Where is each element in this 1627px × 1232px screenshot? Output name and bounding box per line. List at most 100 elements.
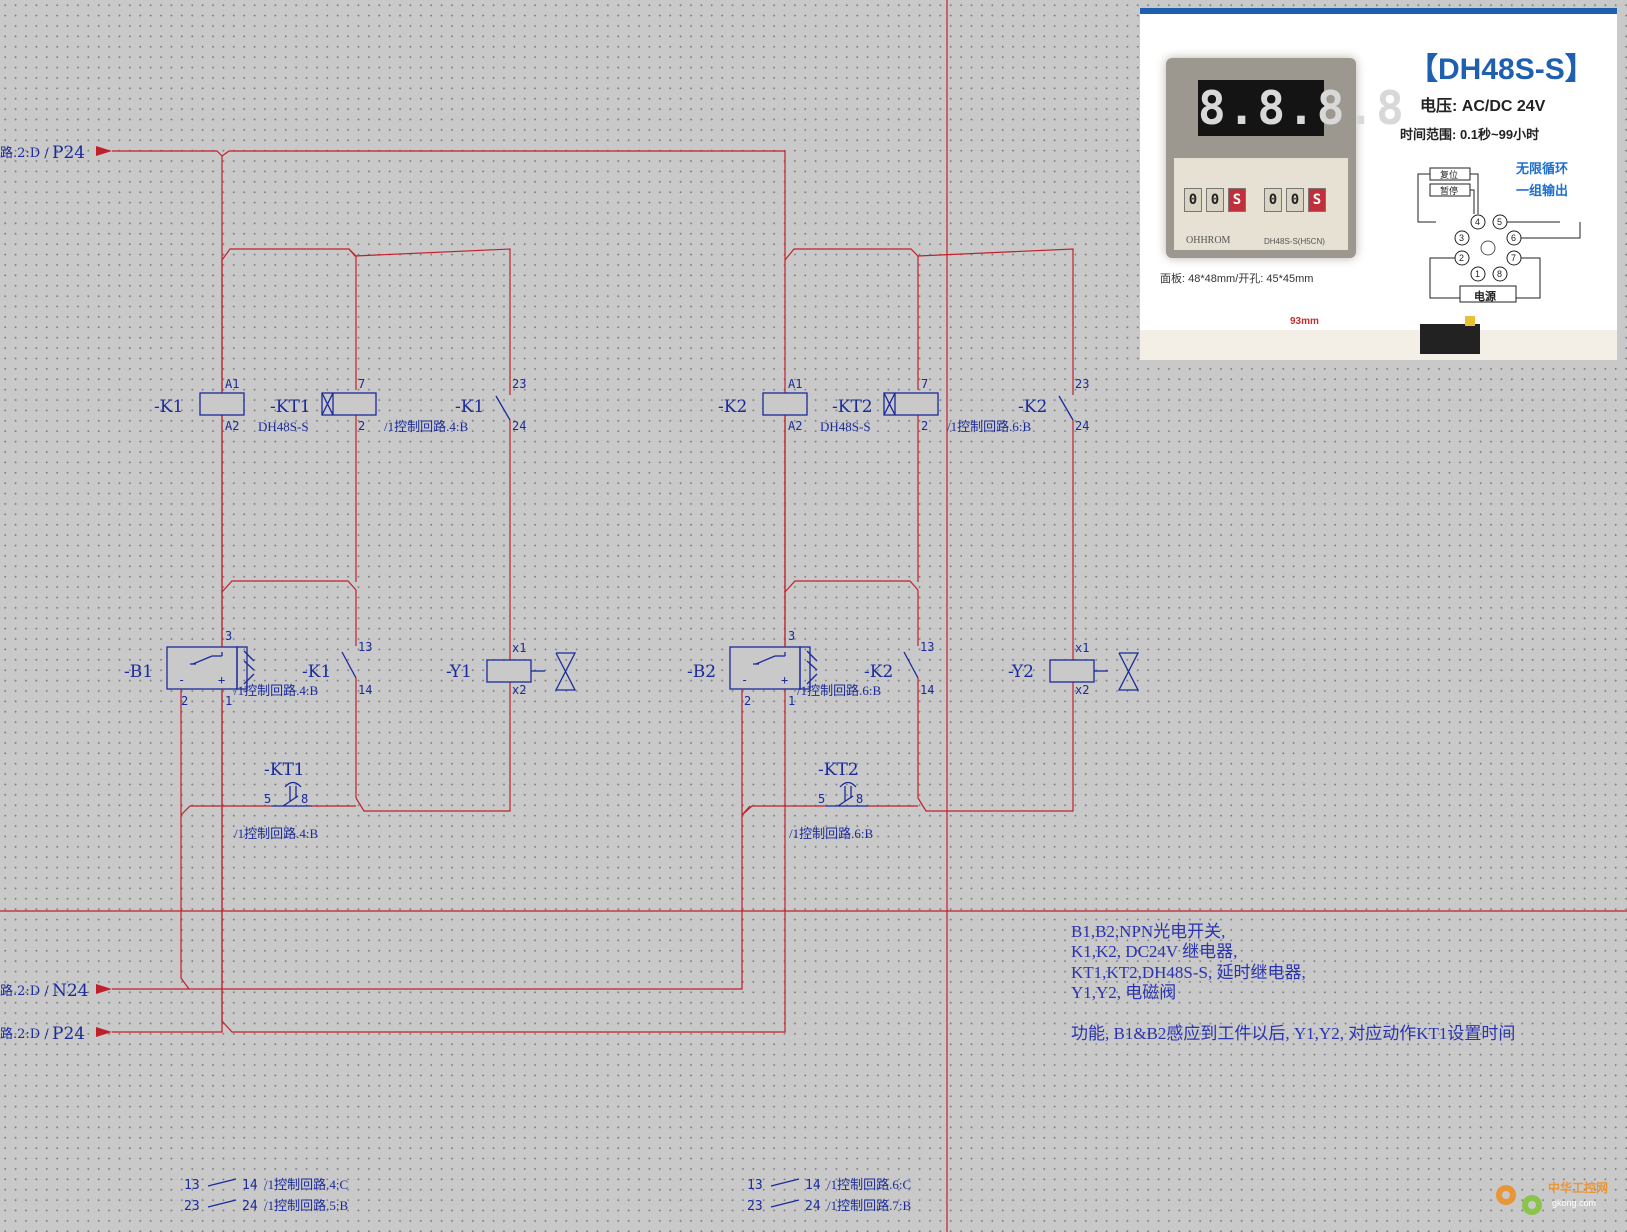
circuit2-wires	[741, 248, 1074, 816]
svg-text:2: 2	[744, 694, 751, 708]
svg-text:-Y1: -Y1	[446, 662, 472, 682]
terminal-7: 7	[1511, 253, 1517, 263]
kt1-timed-contact[interactable]: -KT1 5 8 /1控制回路.4:B	[234, 760, 318, 841]
svg-text:/1控制回路.4:C: /1控制回路.4:C	[264, 1177, 348, 1192]
svg-text:23: 23	[747, 1199, 763, 1214]
k1-contact-23-24[interactable]: -K1 23 24	[455, 377, 526, 433]
y2-solenoid-valve[interactable]: -Y2 x1 x2	[1008, 641, 1140, 697]
digit-1: 0	[1206, 188, 1224, 212]
k2-coil[interactable]: -K2 A1 A2	[718, 377, 808, 433]
dimension-label: 93mm	[1290, 316, 1319, 327]
loop-mode-line1: 无限循环	[1516, 161, 1569, 176]
svg-text:-K2: -K2	[864, 662, 893, 682]
svg-text:23: 23	[184, 1199, 200, 1214]
svg-text:/1控制回路.6:B: /1控制回路.6:B	[789, 826, 873, 841]
svg-text:8: 8	[856, 792, 863, 806]
svg-text:-KT1: -KT1	[270, 397, 311, 417]
note-line-relays: K1,K2, DC24V 继电器,	[1071, 942, 1237, 961]
svg-text:/1控制回路.6:B: /1控制回路.6:B	[797, 683, 881, 698]
terminal-6: 6	[1511, 233, 1517, 243]
svg-text:/1控制回路.4:B: /1控制回路.4:B	[384, 419, 468, 434]
svg-text:+: +	[781, 673, 788, 687]
digit-0: 0	[1184, 188, 1202, 212]
svg-text:中华工控网: 中华工控网	[1548, 1180, 1608, 1195]
rail-p24-top[interactable]: 路.2:D / P24	[0, 143, 786, 1027]
svg-text:1: 1	[225, 694, 232, 708]
digit-4: 0	[1286, 188, 1304, 212]
svg-text:24: 24	[512, 419, 526, 433]
svg-text:x2: x2	[1075, 683, 1089, 697]
svg-text:-K2: -K2	[1018, 397, 1047, 417]
svg-text:13: 13	[747, 1178, 763, 1193]
kt2-timed-contact[interactable]: -KT2 5 8 /1控制回路.6:B	[789, 760, 873, 841]
svg-text:14: 14	[242, 1178, 258, 1193]
wiring-diagram: ←———	[1140, 167, 1617, 360]
loop-mode-line2: 一组输出	[1516, 183, 1569, 198]
svg-text:/1控制回路.6:C: /1控制回路.6:C	[827, 1177, 911, 1192]
y1-solenoid-valve[interactable]: -Y1 x1 x2	[446, 641, 577, 697]
svg-text:x2: x2	[512, 683, 526, 697]
svg-text:23: 23	[512, 377, 526, 391]
note-line-function: 功能, B1&B2感应到工件以后, Y1,Y2, 对应动作KT1设置时间	[1071, 1024, 1515, 1043]
svg-text:路.2:D /: 路.2:D /	[0, 983, 49, 999]
product-title: 【DH48S-S】	[1408, 53, 1595, 86]
k1-contact-13-14[interactable]: -K1 13 14	[302, 640, 372, 697]
svg-text:14: 14	[920, 683, 934, 697]
svg-text:24: 24	[242, 1199, 258, 1214]
svg-text:7: 7	[358, 377, 365, 391]
svg-text:gkong.com: gkong.com	[1552, 1198, 1596, 1208]
k2-contact-23-24[interactable]: -K2 23 24	[1018, 377, 1089, 433]
svg-text:-: -	[178, 673, 185, 687]
svg-text:/1控制回路.7:B: /1控制回路.7:B	[827, 1198, 911, 1213]
svg-text:/1控制回路.4:B: /1控制回路.4:B	[234, 683, 318, 698]
svg-text:-Y2: -Y2	[1008, 662, 1034, 682]
svg-text:x1: x1	[1075, 641, 1089, 655]
svg-text:13: 13	[920, 640, 934, 654]
svg-text:-K1: -K1	[302, 662, 331, 682]
svg-text:/1控制回路.4:B: /1控制回路.4:B	[234, 826, 318, 841]
k1-coil[interactable]: -K1 A1 A2	[154, 377, 245, 433]
svg-text:A1: A1	[225, 377, 239, 391]
svg-text:2: 2	[181, 694, 188, 708]
svg-text:+: +	[218, 673, 225, 687]
svg-text:P24: P24	[52, 143, 85, 163]
svg-text:P24: P24	[52, 1024, 85, 1044]
b2-photoelectric-sensor[interactable]: - + -B2 3 2 1 /1控制回路.6:B	[687, 629, 881, 708]
rail-p24-bottom[interactable]: 路.2:D / P24	[0, 1019, 786, 1044]
svg-text:/1控制回路.5:B: /1控制回路.5:B	[264, 1198, 348, 1213]
svg-text:13: 13	[184, 1178, 200, 1193]
kt1-coil[interactable]: -KT1 DH48S-S 7 2 /1控制回路.4:B	[258, 377, 468, 434]
reset-button-label: 复位	[1440, 170, 1459, 180]
svg-text:7: 7	[921, 377, 928, 391]
svg-text:路.2:D /: 路.2:D /	[0, 1026, 49, 1042]
terminal-5: 5	[1497, 217, 1503, 227]
svg-text:DH48S-S: DH48S-S	[820, 419, 871, 434]
svg-text:A1: A1	[788, 377, 802, 391]
svg-text:-KT2: -KT2	[818, 760, 859, 780]
svg-text:-KT1: -KT1	[264, 760, 305, 780]
dh48s-product-image: 8.8.8.8 0 0 S 0 0 S OHHROM DH48S-S(H5CN)…	[1140, 8, 1617, 360]
kt2-coil[interactable]: -KT2 DH48S-S 7 2 /1控制回路.6:B	[820, 377, 1031, 434]
svg-text:14: 14	[358, 683, 372, 697]
svg-text:/1控制回路.6:B: /1控制回路.6:B	[947, 419, 1031, 434]
circuit1-wires	[180, 248, 511, 1021]
digit-3: 0	[1264, 188, 1282, 212]
note-line-timers: KT1,KT2,DH48S-S, 延时继电器,	[1071, 963, 1306, 982]
svg-text:-B2: -B2	[687, 662, 716, 682]
gkong-watermark: 中华工控网 gkong.com	[1496, 1180, 1608, 1215]
svg-text:14: 14	[805, 1178, 821, 1193]
model-label: DH48S-S(H5CN)	[1264, 237, 1325, 246]
power-label: 电源	[1474, 291, 1496, 303]
svg-text:路.2:D /: 路.2:D /	[0, 145, 49, 161]
terminal-8: 8	[1497, 269, 1503, 279]
k2-contact-13-14[interactable]: -K2 13 14	[864, 640, 934, 697]
terminal-2: 2	[1459, 253, 1465, 263]
note-line-sensors: B1,B2,NPN光电开关,	[1071, 922, 1225, 941]
rail-n24[interactable]: 路.2:D / N24	[0, 805, 751, 1001]
dial-panel: 0 0 S 0 0 S OHHROM DH48S-S(H5CN)	[1174, 158, 1348, 250]
time-range-spec: 时间范围: 0.1秒~99小时	[1400, 127, 1540, 142]
b1-photoelectric-sensor[interactable]: - + -B1 3 2 1 /1控制回路.4:B	[124, 629, 318, 708]
svg-text:8: 8	[301, 792, 308, 806]
svg-text:5: 5	[818, 792, 825, 806]
